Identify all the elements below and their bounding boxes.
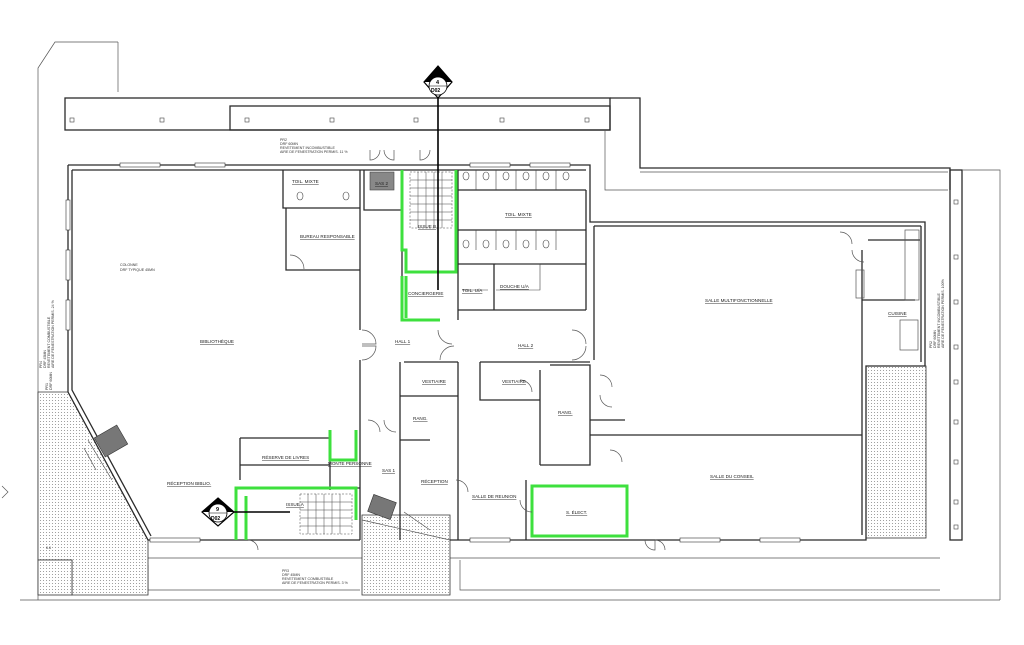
svg-text:DRF 45MN: DRF 45MN <box>282 573 300 577</box>
section-9-sheet: D02 <box>211 516 220 522</box>
stair-issue-a <box>299 493 353 535</box>
room-bibliotheque: BIBLIOTHÈQUE <box>200 338 234 344</box>
section-4-sheet: D02 <box>431 88 440 94</box>
egress-highlight <box>234 170 629 540</box>
svg-text:COLONNE: COLONNE <box>120 263 138 267</box>
site-outline <box>1 41 1001 601</box>
room-sas-2: SAS 2 <box>375 181 388 186</box>
room-sas-1: SAS 1 <box>382 468 395 473</box>
svg-text:DRF 60MN: DRF 60MN <box>280 142 298 146</box>
section-marker-4: 4 D02 <box>423 65 453 290</box>
room-hall-1: HALL 1 <box>395 339 411 344</box>
room-issue-a: ISSUE A <box>286 502 305 507</box>
room-rangement-2: RANG. <box>558 410 573 415</box>
svg-text:REVETEMENT INCOMBUSTIBLE: REVETEMENT INCOMBUSTIBLE <box>280 146 335 150</box>
room-toil-ua: TOIL. U/A <box>462 288 483 293</box>
svg-text:PR4: PR4 <box>39 361 43 368</box>
svg-text:PR2: PR2 <box>929 341 933 348</box>
room-cuisine: CUISINE <box>888 311 907 316</box>
room-vestiaire-1: VESTIAIRE <box>422 379 446 384</box>
room-issue-b: ISSUE B <box>418 224 436 229</box>
room-toil-mixte-b: TOIL. MIXTE <box>505 212 532 217</box>
room-toil-mixte-a: TOIL. MIXTE <box>292 179 319 184</box>
room-monte-personne: MONTE PERSONNE <box>328 461 372 466</box>
stair-issue-b <box>409 171 453 229</box>
svg-text:REVETEMENT INCOMBUSTIBLE: REVETEMENT INCOMBUSTIBLE <box>937 293 941 348</box>
room-salle-multifonctionnelle: SALLE MULTIFONCTIONNELLE <box>705 298 773 303</box>
svg-text:AIRE DE FENESTRATION PERMIS. 1: AIRE DE FENESTRATION PERMIS. 11 % <box>280 150 348 154</box>
svg-text:PR2: PR2 <box>280 138 287 142</box>
note-pr2-top: PR2 DRF 60MN REVETEMENT INCOMBUSTIBLE AI… <box>280 138 348 154</box>
toilet-stalls <box>296 170 570 291</box>
note-pr3-bottom: PR3 DRF 45MN REVETEMENT COMBUSTIBLE AIRE… <box>282 569 349 585</box>
svg-text:REVETEMENT COMBUSTIBLE: REVETEMENT COMBUSTIBLE <box>47 316 51 368</box>
room-salle-de-reunion: SALLE DE REUNION <box>472 494 516 499</box>
note-pr2-right: PR2 DRF 60MN REVETEMENT INCOMBUSTIBLE AI… <box>929 278 945 348</box>
room-reserve-de-livres: RÉSERVE DE LIVRES <box>262 454 309 460</box>
room-rangement-1: RANG. <box>413 416 428 421</box>
svg-text:AIRE DE FENESTRATION PERMIS. 2: AIRE DE FENESTRATION PERMIS. 24 % <box>51 299 55 368</box>
note-pr4-left: PR4 DRF 45MN REVETEMENT COMBUSTIBLE AIRE… <box>39 299 55 368</box>
svg-text:DRF 60MN: DRF 60MN <box>49 372 53 390</box>
room-labels: TOIL. MIXTE SAS 2 BUREAU RESPONSABLE ISS… <box>167 179 907 515</box>
section-marker-9: 9 D02 <box>201 497 290 527</box>
room-s-elect: S. ÉLECT. <box>566 509 587 515</box>
kitchen-fixtures <box>855 229 920 351</box>
room-salle-du-conseil: SALLE DU CONSEIL <box>710 474 754 479</box>
svg-text:PR3: PR3 <box>282 569 289 573</box>
svg-text:AIRE DE FENESTRATION PERMIS. 1: AIRE DE FENESTRATION PERMIS. 100% <box>941 278 945 348</box>
room-reception: RÉCEPTION <box>421 478 448 484</box>
entry-panels <box>83 424 451 541</box>
svg-text:AIRE DE FENESTRATION PERMIS. 3: AIRE DE FENESTRATION PERMIS. 3 % <box>282 581 349 585</box>
windows <box>65 162 801 543</box>
room-bureau-responsable: BUREAU RESPONSABLE <box>300 234 355 239</box>
room-vestiaire-2: VESTIAIRE <box>502 379 526 384</box>
svg-text:DRF TYPIQUE 45MN: DRF TYPIQUE 45MN <box>120 268 155 272</box>
stair-label: 6.6 <box>46 546 51 550</box>
section-4-number: 4 <box>436 80 440 86</box>
room-douche-ua: DOUCHE U/A <box>500 284 530 289</box>
svg-text:DRF 45MN: DRF 45MN <box>43 350 47 368</box>
section-9-number: 9 <box>216 507 219 513</box>
svg-text:REVETEMENT COMBUSTIBLE: REVETEMENT COMBUSTIBLE <box>282 577 334 581</box>
room-hall-2: HALL 2 <box>518 343 534 348</box>
note-colonne: COLONNE DRF TYPIQUE 45MN <box>120 263 155 272</box>
north-canopy <box>64 97 611 131</box>
svg-text:DRF 60MN: DRF 60MN <box>933 330 937 348</box>
doors <box>247 149 865 551</box>
room-conciergerie: CONCIERGERIE <box>408 291 443 296</box>
svg-text:PR1: PR1 <box>45 383 49 390</box>
note-pr1-left: PR1 DRF 60MN <box>45 372 53 390</box>
room-reception-biblio: RÉCEPTION BIBLIO. <box>167 480 211 486</box>
